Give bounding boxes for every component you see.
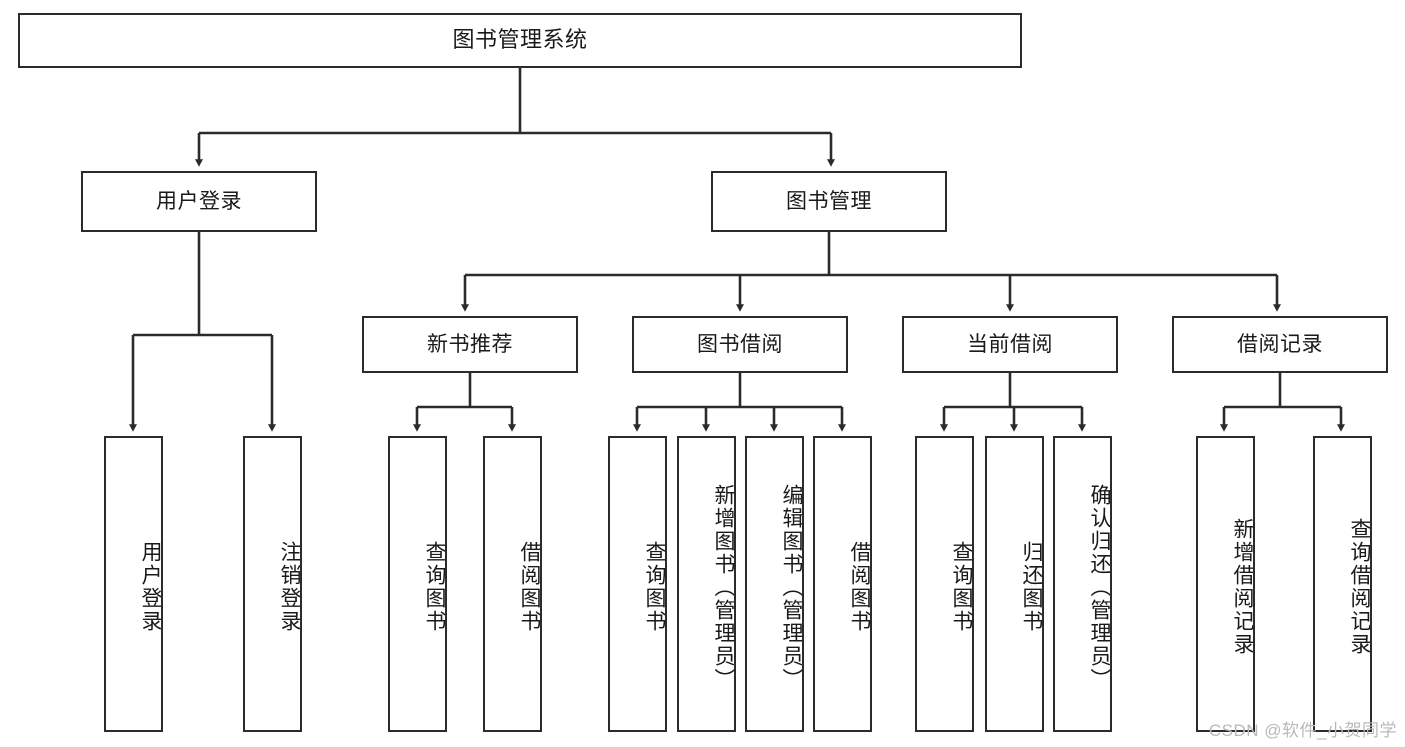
leaf-record-add-record[interactable]: 新增借阅记录	[1196, 436, 1255, 732]
node-label: 新增借阅记录	[1231, 518, 1254, 656]
csdn-watermark: CSDN @软件_小贺同学	[1208, 721, 1397, 740]
node-label: 用户登录	[139, 541, 162, 633]
leaf-borrow-edit-book[interactable]: 编辑图书（管理员）	[745, 436, 804, 732]
node-label: 确认归还（管理员）	[1088, 483, 1111, 691]
node-label: 查询图书	[643, 541, 666, 633]
node-label: 查询图书	[423, 541, 446, 633]
node-label: 图书管理	[786, 189, 872, 213]
node-book-management[interactable]: 图书管理	[711, 171, 947, 232]
leaf-user-logout[interactable]: 注销登录	[243, 436, 302, 732]
node-new-book-recommend[interactable]: 新书推荐	[362, 316, 578, 373]
leaf-user-login[interactable]: 用户登录	[104, 436, 163, 732]
node-label: 借阅记录	[1237, 332, 1323, 356]
node-label: 当前借阅	[967, 332, 1053, 356]
node-borrow-record[interactable]: 借阅记录	[1172, 316, 1388, 373]
leaf-newbook-query-book[interactable]: 查询图书	[388, 436, 447, 732]
node-label: 借阅图书	[518, 541, 541, 633]
node-label: 归还图书	[1020, 541, 1043, 633]
node-root-system[interactable]: 图书管理系统	[18, 13, 1022, 68]
leaf-record-query-record[interactable]: 查询借阅记录	[1313, 436, 1372, 732]
leaf-current-confirm-return[interactable]: 确认归还（管理员）	[1053, 436, 1112, 732]
leaf-borrow-add-book[interactable]: 新增图书（管理员）	[677, 436, 736, 732]
node-book-borrow[interactable]: 图书借阅	[632, 316, 848, 373]
node-current-borrow[interactable]: 当前借阅	[902, 316, 1118, 373]
leaf-current-query-book[interactable]: 查询图书	[915, 436, 974, 732]
node-label: 查询借阅记录	[1348, 518, 1371, 656]
node-label: 图书借阅	[697, 332, 783, 356]
node-label: 查询图书	[950, 541, 973, 633]
node-user-login[interactable]: 用户登录	[81, 171, 317, 232]
node-label: 编辑图书（管理员）	[780, 483, 803, 691]
leaf-current-return-book[interactable]: 归还图书	[985, 436, 1044, 732]
node-label: 新增图书（管理员）	[712, 483, 735, 691]
node-label: 新书推荐	[427, 332, 513, 356]
node-label: 注销登录	[278, 541, 301, 633]
node-label: 借阅图书	[848, 541, 871, 633]
node-label: 用户登录	[156, 189, 242, 213]
leaf-borrow-query-book[interactable]: 查询图书	[608, 436, 667, 732]
node-label: 图书管理系统	[452, 27, 588, 53]
leaf-borrow-borrow-book[interactable]: 借阅图书	[813, 436, 872, 732]
leaf-newbook-borrow-book[interactable]: 借阅图书	[483, 436, 542, 732]
